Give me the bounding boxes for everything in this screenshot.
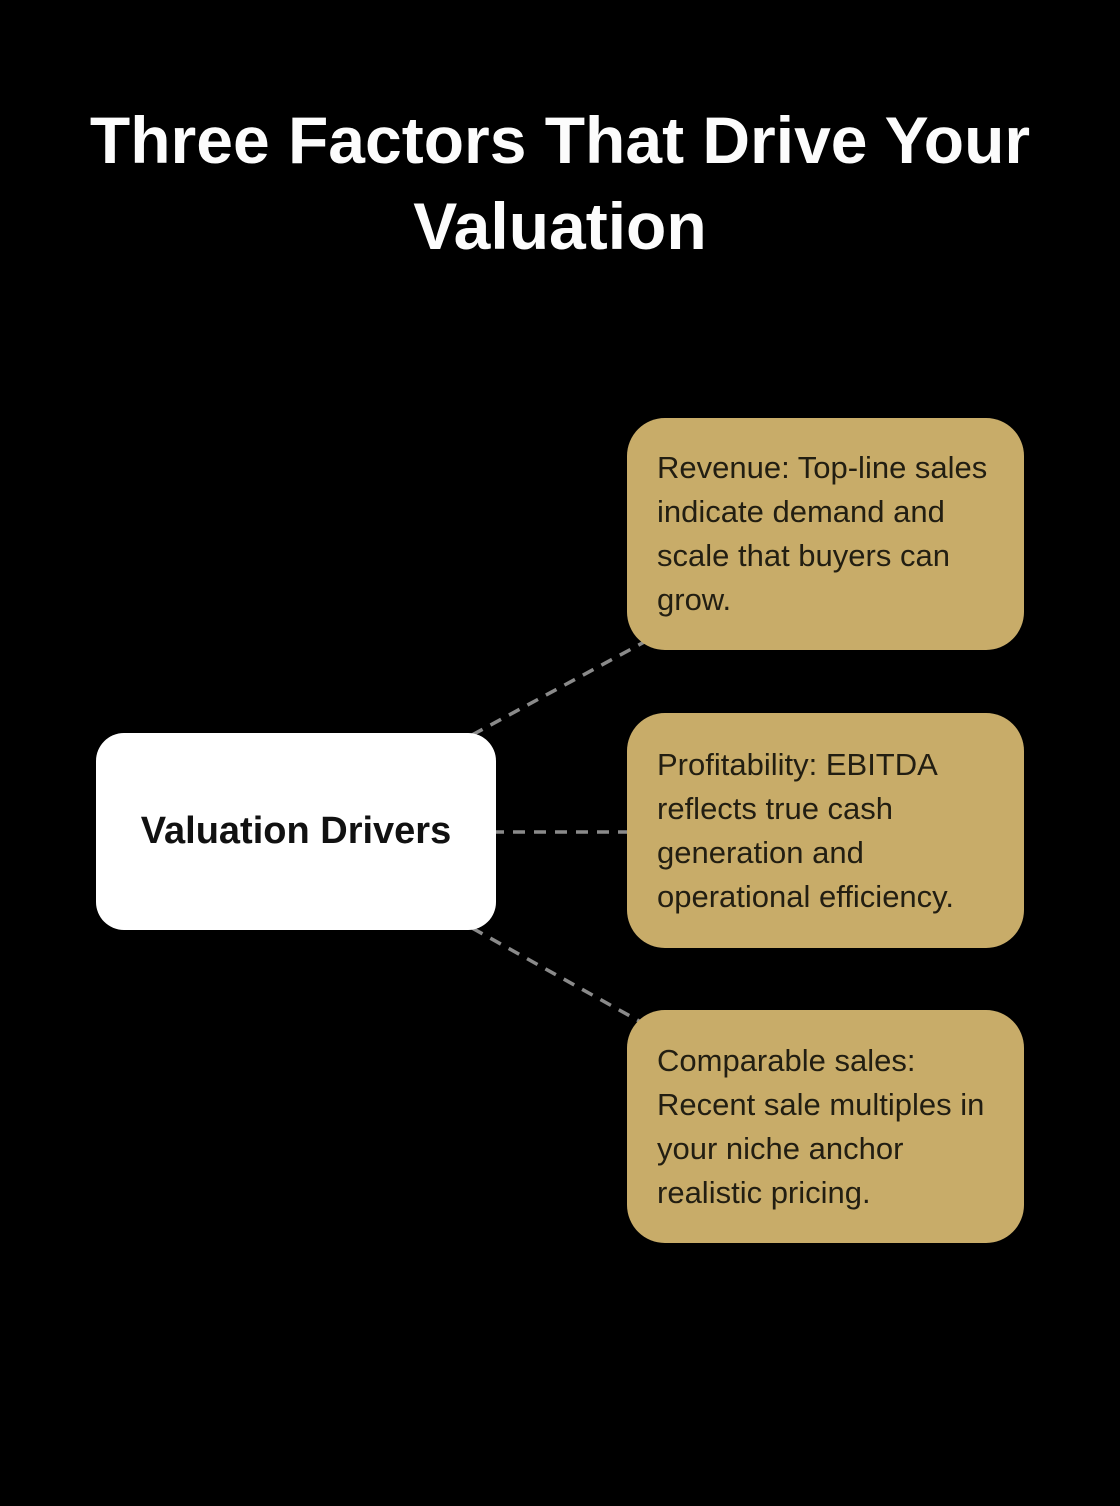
connector-top xyxy=(471,638,649,737)
center-node-valuation-drivers: Valuation Drivers xyxy=(96,733,496,930)
factor-text-revenue: Revenue: Top-line sales indicate demand … xyxy=(657,450,988,617)
factor-box-revenue: Revenue: Top-line sales indicate demand … xyxy=(627,418,1024,650)
factor-text-profitability: Profitability: EBITDA reflects true cash… xyxy=(657,746,954,914)
page-title: Three Factors That Drive Your Valuation xyxy=(89,103,1031,263)
center-node-label: Valuation Drivers xyxy=(140,810,452,852)
connector-bottom xyxy=(471,926,649,1028)
factor-text-comparable-sales: Comparable sales: Recent sale multiples … xyxy=(657,1042,985,1210)
factor-box-comparable-sales: Comparable sales: Recent sale multiples … xyxy=(627,1010,1024,1243)
factor-box-profitability: Profitability: EBITDA reflects true cash… xyxy=(627,713,1024,948)
